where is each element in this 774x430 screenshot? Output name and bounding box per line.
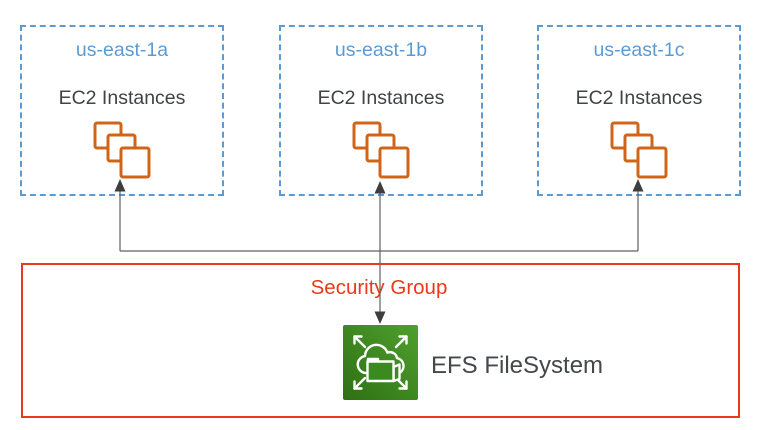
ec2-instances-icon	[352, 121, 410, 179]
ec2-instances-icon	[610, 121, 668, 179]
ec2-instances-label: EC2 Instances	[58, 87, 186, 109]
az-box-us-east-1b: us-east-1b EC2 Instances	[279, 25, 483, 196]
efs-filesystem-label: EFS FileSystem	[431, 352, 604, 379]
az-title: us-east-1a	[75, 39, 169, 61]
ec2-instances-label: EC2 Instances	[317, 87, 445, 109]
ec2-instances-icon	[93, 121, 151, 179]
az-box-us-east-1c: us-east-1c EC2 Instances	[537, 25, 741, 196]
ec2-instances-label: EC2 Instances	[575, 87, 703, 109]
efs-filesystem-icon	[343, 325, 418, 400]
az-box-us-east-1a: us-east-1a EC2 Instances	[20, 25, 224, 196]
az-title: us-east-1b	[334, 39, 428, 61]
security-group-label: Security Group	[310, 276, 448, 299]
az-title: us-east-1c	[593, 39, 685, 61]
